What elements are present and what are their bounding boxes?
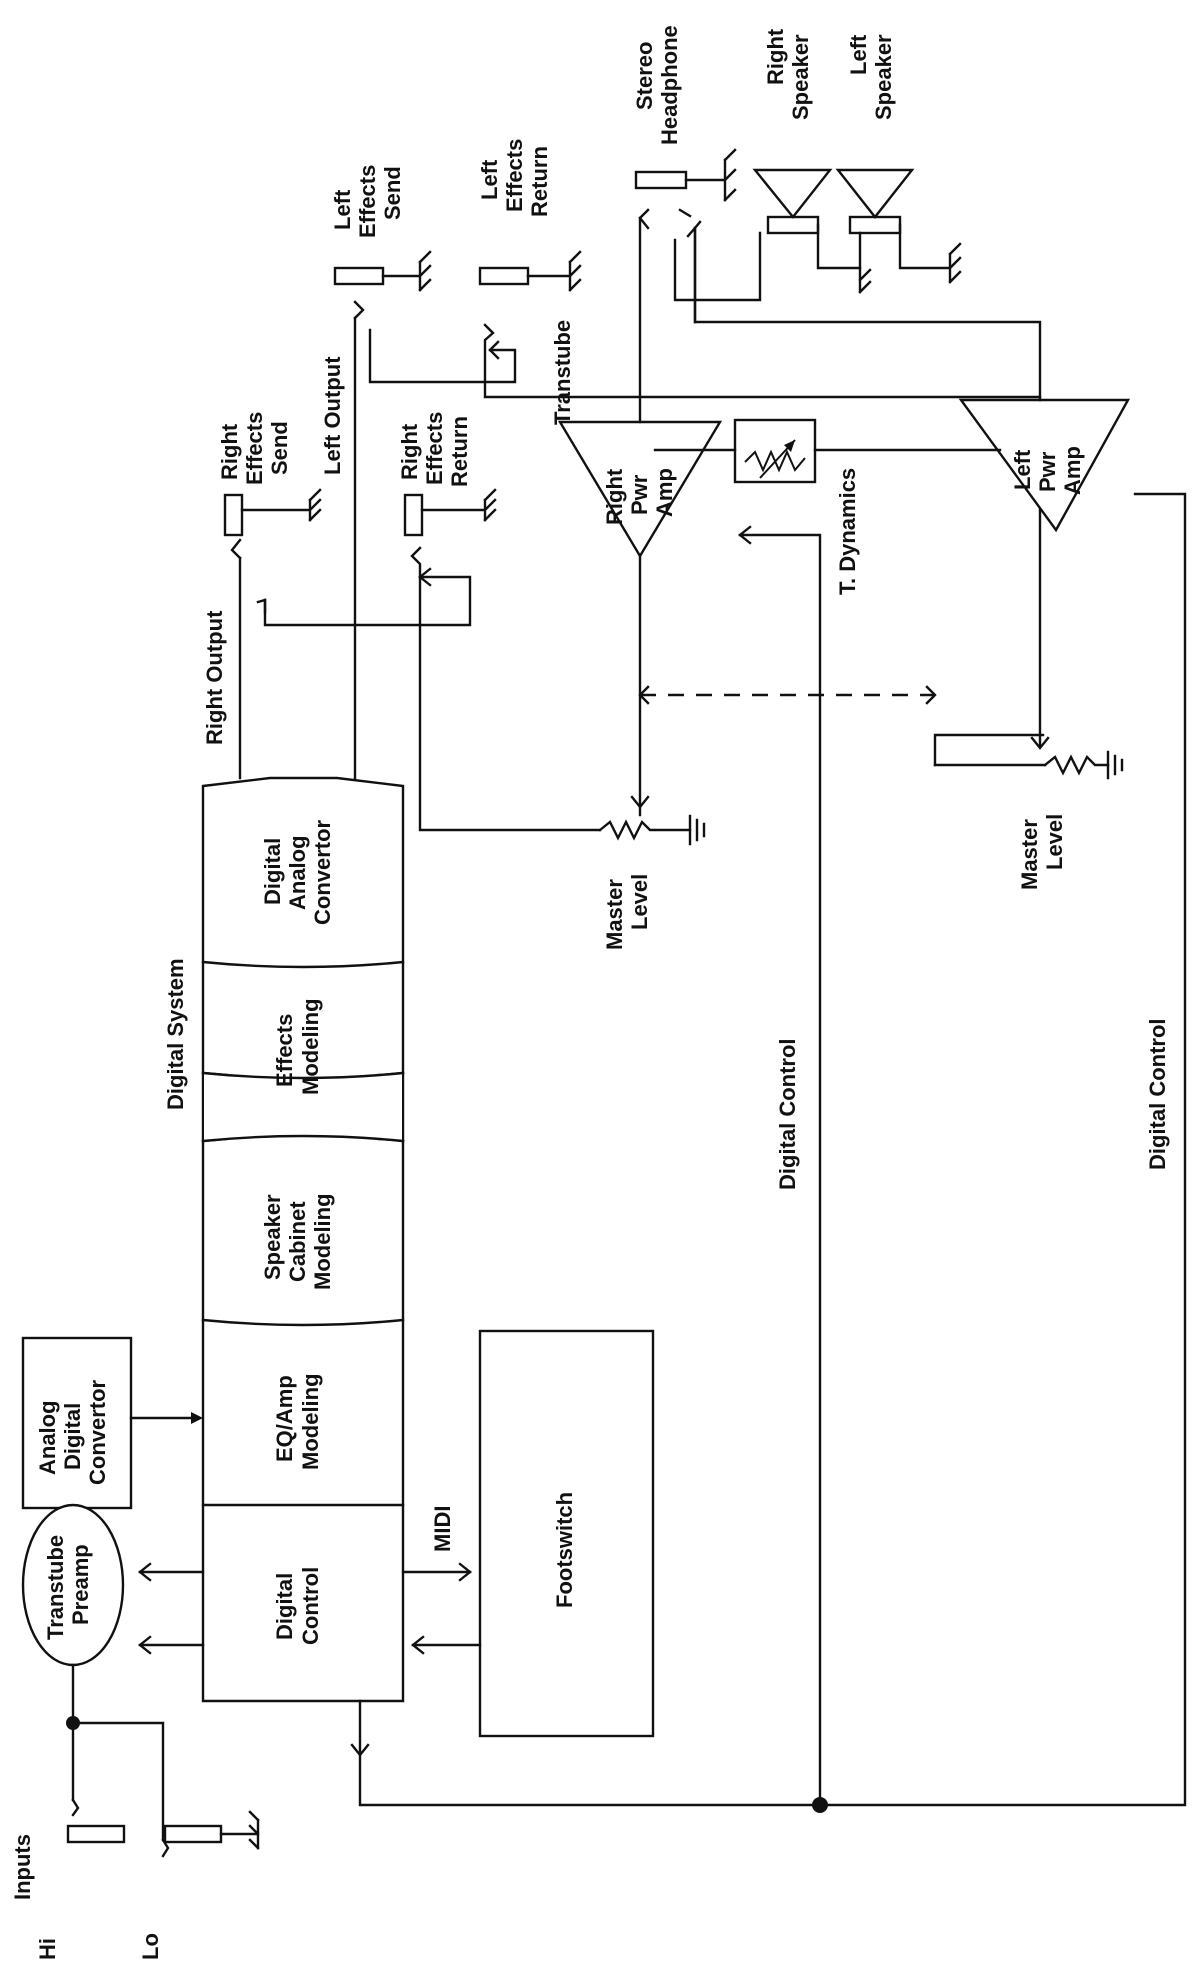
transtube-preamp-ellipse [21,1503,125,1667]
adc-box [21,1336,133,1510]
hi-input-jack [66,1824,126,1844]
digital-system-column [201,776,405,1703]
left-pwr-amp [958,398,1131,533]
stereo-headphone-jack [634,170,688,190]
right-pwr-amp [557,420,723,559]
t-dynamics-box [733,418,817,484]
right-effects-return-jack [403,493,424,537]
left-effects-send-jack [333,266,385,286]
left-speaker [835,168,915,235]
right-effects-send-jack [223,493,244,537]
right-speaker [752,168,833,235]
footswitch-box [478,1329,655,1738]
lo-input-jack [163,1824,223,1844]
left-effects-return-jack [478,266,530,286]
